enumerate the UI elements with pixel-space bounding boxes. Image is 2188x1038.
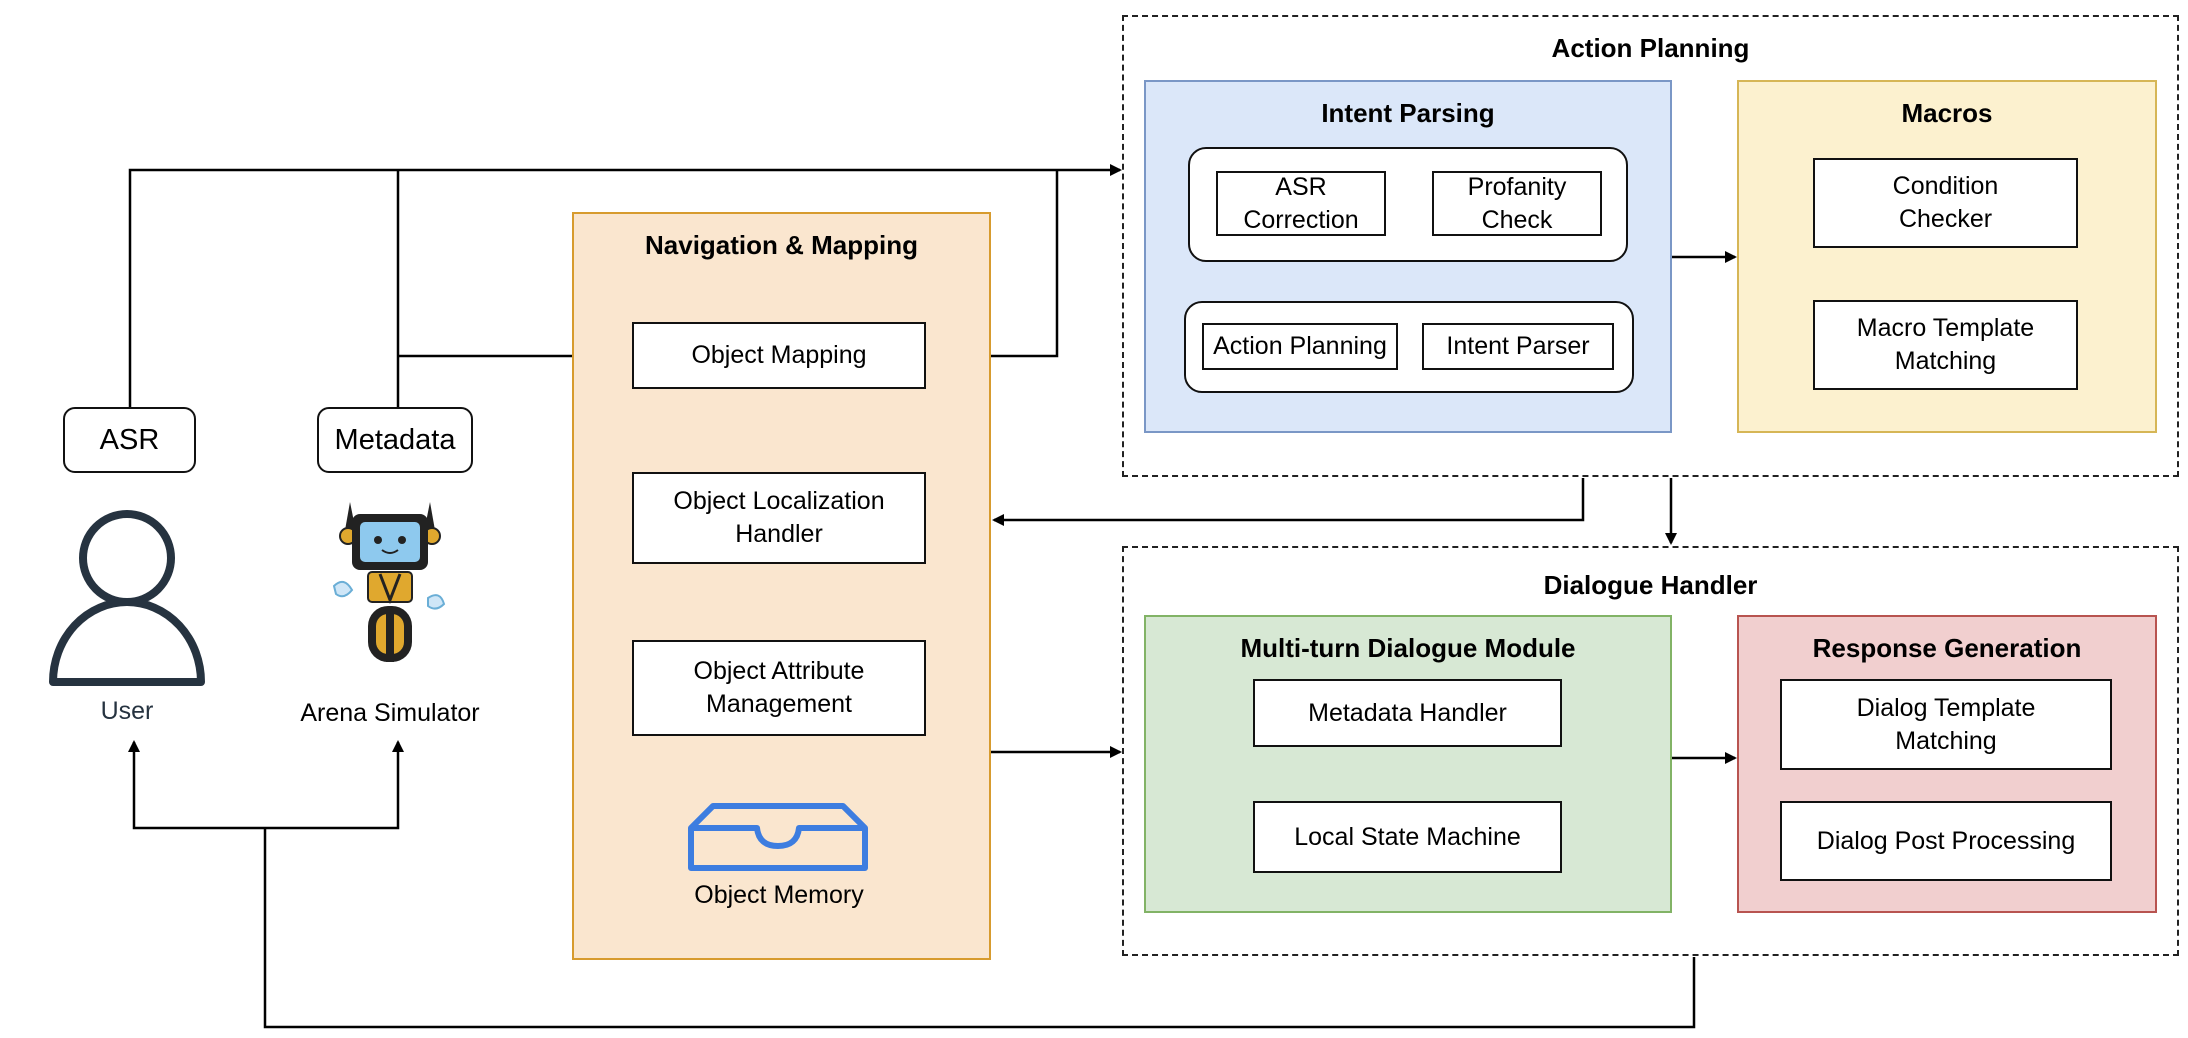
arrow-to-user (128, 740, 265, 830)
object-memory-icon (688, 803, 868, 871)
object-attribute-label: Object Attribute Management (693, 657, 865, 718)
asr-input-box: ASR (63, 407, 196, 473)
arrow-asr-to-action-planning (128, 164, 1122, 408)
object-localization-label: Object Localization Handler (673, 487, 885, 548)
macro-template-box: Macro Template Matching (1813, 300, 2078, 390)
local-state-machine-label: Local State Machine (1294, 822, 1521, 851)
action-planning-title: Action Planning (1551, 33, 1750, 63)
local-state-machine-box: Local State Machine (1253, 801, 1562, 873)
macro-template-label: Macro Template Matching (1856, 314, 2035, 375)
robot-icon (332, 502, 446, 662)
arrow-to-arena-simulator (265, 740, 404, 830)
metadata-label: Metadata (334, 423, 456, 456)
dialog-template-box: Dialog Template Matching (1780, 679, 2112, 770)
condition-checker-box: Condition Checker (1813, 158, 2078, 248)
object-memory-label: Object Memory (694, 881, 864, 909)
dialog-post-processing-label: Dialog Post Processing (1816, 826, 2076, 855)
action-planning-region: Action Planning (1122, 15, 2179, 477)
action-planning-box: Action Planning (1202, 323, 1398, 370)
user-icon (49, 510, 205, 686)
macros-title: Macros (1901, 98, 1993, 128)
action-planning-label: Action Planning (1213, 332, 1387, 360)
asr-correction-box: ASR Correction (1216, 171, 1386, 236)
user-label: User (100, 697, 154, 725)
dialogue-handler-region: Dialogue Handler (1122, 546, 2179, 956)
arrow-action-to-navigation (992, 478, 1585, 526)
multi-turn-panel: Multi-turn Dialogue Module (1144, 615, 1672, 913)
intent-parser-label: Intent Parser (1446, 332, 1590, 360)
condition-checker-label: Condition Checker (1892, 172, 1999, 233)
metadata-handler-label: Metadata Handler (1308, 698, 1507, 727)
intent-parser-box: Intent Parser (1422, 323, 1614, 370)
object-attribute-box: Object Attribute Management (632, 640, 926, 736)
arena-simulator-label: Arena Simulator (300, 699, 480, 727)
line-dialogue-to-bottom (263, 828, 1696, 1029)
navigation-mapping-title: Navigation & Mapping (645, 230, 918, 260)
object-localization-box: Object Localization Handler (632, 472, 926, 564)
metadata-input-box: Metadata (317, 407, 473, 473)
multi-turn-title: Multi-turn Dialogue Module (1240, 633, 1576, 663)
profanity-check-label: Profanity Check (1467, 172, 1567, 234)
line-navigation-to-action (990, 170, 1059, 358)
dialog-template-label: Dialog Template Matching (1856, 693, 2036, 755)
dialogue-handler-title: Dialogue Handler (1543, 570, 1758, 600)
asr-correction-label: ASR Correction (1243, 172, 1359, 234)
object-mapping-box: Object Mapping (632, 322, 926, 389)
intent-parsing-title: Intent Parsing (1321, 98, 1495, 128)
asr-label: ASR (99, 423, 160, 456)
profanity-check-box: Profanity Check (1432, 171, 1602, 236)
object-mapping-label: Object Mapping (691, 341, 867, 369)
response-generation-title: Response Generation (1812, 633, 2082, 663)
dialog-post-processing-box: Dialog Post Processing (1780, 801, 2112, 881)
metadata-handler-box: Metadata Handler (1253, 679, 1562, 747)
